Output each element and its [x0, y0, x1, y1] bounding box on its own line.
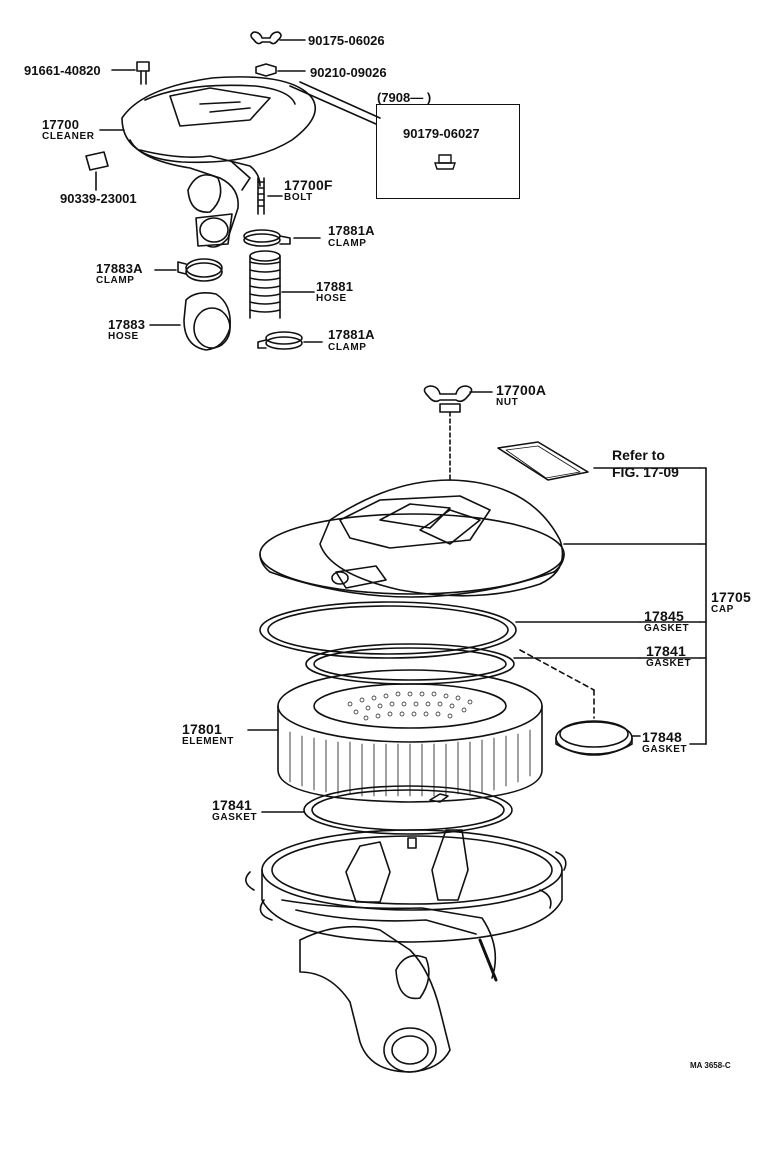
part-number-90175: 90175-06026 — [308, 33, 385, 48]
cleaner-17700-assembly — [121, 76, 317, 248]
gasket-17841-lower — [261, 785, 513, 835]
part-number-17881A-lower: 17881A — [328, 327, 375, 342]
part-number-17841-upper: 17841 — [646, 643, 686, 659]
gasket-17841-upper — [305, 643, 641, 685]
part-name-gasket-17845: GASKET — [644, 623, 690, 634]
part-name-clamp-upper: CLAMP — [328, 238, 367, 249]
hose-17881 — [249, 250, 315, 319]
spacer-90339 — [85, 151, 109, 191]
part-number-17841-lower: 17841 — [212, 797, 252, 813]
part-number-90339: 90339-23001 — [60, 191, 137, 206]
part-number-17881: 17881 — [316, 279, 354, 294]
clamp-17881A-upper — [243, 229, 321, 247]
part-number-17700F: 17700F — [284, 177, 333, 193]
part-name-bolt: BOLT — [284, 192, 313, 203]
part-name-cap: CAP — [711, 604, 734, 615]
part-number-91661: 91661-40820 — [24, 63, 101, 78]
wing-nut-90175 — [250, 31, 306, 45]
part-number-17845: 17845 — [644, 608, 684, 624]
refer-to-line1: Refer to — [612, 447, 665, 463]
part-name-gasket-17841-lower: GASKET — [212, 812, 258, 823]
part-name-hose-17883: HOSE — [108, 331, 139, 342]
nut-90210 — [255, 63, 381, 125]
gasket-17848 — [519, 649, 641, 756]
bolt-17700F — [257, 177, 283, 215]
part-number-17705: 17705 — [711, 589, 751, 605]
part-number-17801: 17801 — [182, 721, 222, 737]
gasket-17845 — [259, 601, 641, 659]
part-number-17883A: 17883A — [96, 261, 143, 276]
inset-part-number: 90179-06027 — [403, 126, 480, 141]
cap-bracket — [639, 467, 707, 745]
part-name-clamp-17883A: CLAMP — [96, 275, 135, 286]
inset-box: (7908— ) 90179-06027 — [375, 91, 520, 199]
clamp-17881A-lower — [257, 331, 323, 350]
part-number-17700: 17700 — [42, 117, 80, 132]
cleaner-body — [245, 829, 567, 1073]
part-number-17881A-upper: 17881A — [328, 223, 375, 238]
clamp-17883A — [154, 258, 223, 282]
element-17801 — [247, 669, 543, 803]
part-number-17700A: 17700A — [496, 382, 547, 398]
bolt-91661 — [111, 61, 150, 85]
part-number-17883: 17883 — [108, 317, 146, 332]
part-name-element: ELEMENT — [182, 736, 234, 747]
refer-to-line2: FIG. 17-09 — [612, 464, 679, 480]
part-name-cleaner: CLEANER — [42, 131, 95, 142]
wing-nut-17700A — [423, 385, 493, 481]
cap-17705 — [259, 467, 701, 598]
inset-date-label: (7908— ) — [375, 90, 434, 105]
part-name-clamp-lower: CLAMP — [328, 342, 367, 353]
part-name-gasket-17848: GASKET — [642, 744, 688, 755]
part-name-hose-17881: HOSE — [316, 293, 347, 304]
part-name-nut: NUT — [496, 397, 519, 408]
filter-pad — [497, 441, 589, 481]
hose-17883 — [149, 292, 232, 351]
part-number-17848: 17848 — [642, 729, 682, 745]
diagram-code: MA 3658-C — [690, 1061, 731, 1070]
part-number-90210: 90210-09026 — [310, 65, 387, 80]
flange-nut-icon — [434, 154, 456, 170]
part-name-gasket-17841-upper: GASKET — [646, 658, 692, 669]
